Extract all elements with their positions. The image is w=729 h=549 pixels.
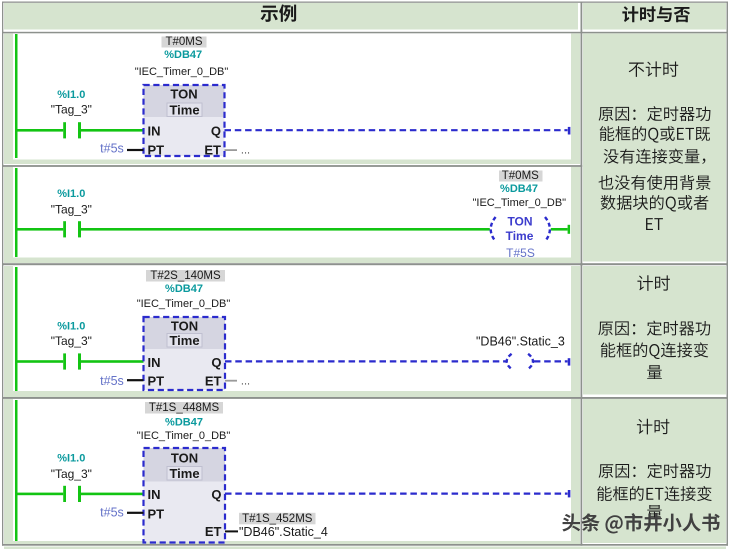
svg-text:"IEC_Timer_0_DB": "IEC_Timer_0_DB"	[137, 298, 231, 310]
svg-text:IN: IN	[148, 124, 161, 139]
svg-text:TON: TON	[170, 87, 197, 102]
svg-text:ET: ET	[205, 524, 222, 539]
svg-text:TON: TON	[171, 450, 198, 465]
svg-text:Time: Time	[169, 333, 199, 348]
svg-text:IN: IN	[148, 355, 161, 370]
svg-text:Q: Q	[211, 355, 221, 370]
svg-text:PT: PT	[148, 507, 165, 522]
svg-text:TON: TON	[171, 319, 198, 334]
svg-text:TON: TON	[507, 215, 532, 229]
svg-text:...: ...	[241, 145, 250, 157]
svg-text:"IEC_Timer_0_DB": "IEC_Timer_0_DB"	[472, 197, 566, 209]
svg-text:Time: Time	[506, 229, 534, 243]
svg-text:T#1S_448MS: T#1S_448MS	[149, 402, 220, 414]
svg-text:t#5s: t#5s	[100, 374, 124, 388]
svg-text:T#0MS: T#0MS	[165, 36, 202, 48]
svg-text:Time: Time	[169, 466, 199, 481]
svg-text:Q: Q	[211, 487, 221, 502]
svg-text:T#5S: T#5S	[506, 246, 535, 260]
svg-text:T#2S_140MS: T#2S_140MS	[150, 270, 221, 282]
svg-text:ET: ET	[205, 374, 222, 389]
svg-text:PT: PT	[148, 374, 165, 389]
svg-text:"IEC_Timer_0_DB": "IEC_Timer_0_DB"	[137, 430, 231, 442]
svg-text:"IEC_Timer_0_DB": "IEC_Timer_0_DB"	[135, 66, 229, 78]
svg-text:ET: ET	[204, 143, 221, 158]
svg-text:IN: IN	[148, 487, 161, 502]
svg-text:%I1.0: %I1.0	[57, 188, 85, 200]
svg-text:"Tag_3": "Tag_3"	[51, 467, 92, 481]
svg-text:"DB46".Static_3: "DB46".Static_3	[476, 335, 565, 349]
svg-text:"DB46".Static_4: "DB46".Static_4	[239, 525, 328, 539]
svg-text:%DB47: %DB47	[165, 283, 203, 295]
svg-text:%I1.0: %I1.0	[57, 453, 85, 465]
svg-text:"Tag_3": "Tag_3"	[51, 334, 92, 348]
svg-text:Q: Q	[211, 124, 221, 139]
svg-text:"Tag_3": "Tag_3"	[51, 203, 92, 217]
svg-text:t#5s: t#5s	[100, 505, 124, 519]
svg-text:%I1.0: %I1.0	[57, 89, 85, 101]
svg-text:%DB47: %DB47	[500, 183, 538, 195]
svg-text:%DB47: %DB47	[165, 417, 203, 429]
svg-text:...: ...	[241, 375, 250, 387]
svg-text:t#5s: t#5s	[100, 141, 124, 155]
svg-text:"Tag_3": "Tag_3"	[51, 103, 92, 117]
svg-text:Time: Time	[169, 102, 199, 117]
svg-text:PT: PT	[148, 143, 165, 158]
svg-text:%DB47: %DB47	[164, 49, 202, 61]
svg-text:T#1S_452MS: T#1S_452MS	[242, 513, 313, 525]
svg-text:T#0MS: T#0MS	[502, 170, 539, 182]
svg-text:%I1.0: %I1.0	[57, 321, 85, 333]
